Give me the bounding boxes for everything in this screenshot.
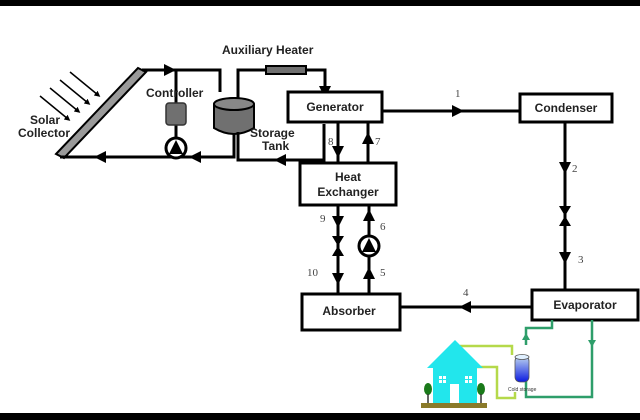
cold-storage-tank-icon bbox=[514, 354, 530, 383]
chilled-arrow-down-icon bbox=[588, 340, 596, 347]
state-point-4: 4 bbox=[463, 287, 469, 299]
absorber-box bbox=[300, 292, 402, 332]
chilled-arrow-up-icon bbox=[522, 333, 530, 340]
solution-valve-icon bbox=[332, 236, 344, 256]
state-point-7: 7 bbox=[375, 136, 381, 148]
house-icon bbox=[427, 340, 483, 404]
ground bbox=[421, 403, 487, 408]
collector-loop-pipes bbox=[60, 64, 236, 163]
solar-collector bbox=[54, 66, 148, 160]
storage-tank-label-1: Storage bbox=[250, 126, 295, 140]
controller-box bbox=[165, 102, 187, 126]
auxiliary-heater-label: Auxiliary Heater bbox=[222, 43, 314, 57]
evaporator-label: Evaporator bbox=[553, 298, 617, 312]
auxiliary-heater bbox=[265, 65, 307, 75]
expansion-valve-icon bbox=[559, 206, 571, 226]
storage-tank-label-2: Tank bbox=[262, 139, 289, 153]
generator-label: Generator bbox=[306, 100, 364, 114]
bottom-border bbox=[0, 413, 640, 420]
condenser-box bbox=[518, 92, 614, 124]
top-border bbox=[0, 0, 640, 6]
state-point-9: 9 bbox=[320, 213, 326, 225]
solar-collector-label-1: Solar bbox=[30, 113, 60, 127]
state-point-8: 8 bbox=[328, 136, 334, 148]
state-point-5: 5 bbox=[380, 267, 386, 279]
heat-exchanger-label-1: Heat bbox=[335, 170, 361, 184]
tree-left-icon bbox=[424, 383, 432, 404]
state-point-3: 3 bbox=[578, 254, 584, 266]
tree-right-icon bbox=[477, 383, 485, 404]
solution-pump-icon bbox=[357, 234, 381, 258]
heat-exchanger-box bbox=[298, 161, 398, 207]
state-point-6: 6 bbox=[380, 221, 386, 233]
chilled-water-loop bbox=[524, 320, 594, 399]
evaporator-box bbox=[530, 288, 640, 322]
generator-box bbox=[286, 90, 384, 124]
cold-storage-label: Cold storage bbox=[508, 387, 537, 393]
controller-label: Controller bbox=[146, 86, 204, 100]
condenser-label: Condenser bbox=[535, 101, 598, 115]
state-point-2: 2 bbox=[572, 163, 578, 175]
absorber-label: Absorber bbox=[322, 304, 376, 318]
storage-tank-icon bbox=[213, 97, 255, 135]
state-point-1: 1 bbox=[455, 88, 461, 100]
solar-collector-label-2: Collector bbox=[18, 126, 70, 140]
heat-exchanger-label-2: Exchanger bbox=[317, 185, 379, 199]
collector-pump-icon bbox=[164, 136, 188, 160]
state-point-10: 10 bbox=[307, 267, 319, 279]
sun-rays-icon bbox=[39, 71, 101, 121]
